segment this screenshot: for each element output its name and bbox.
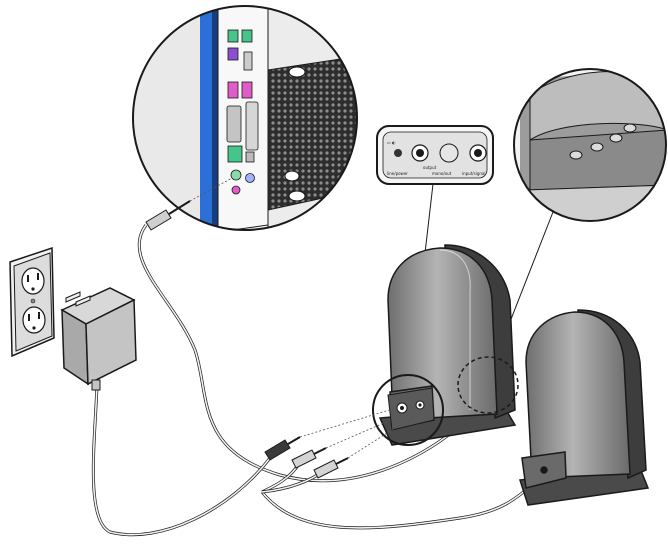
volume-knobs-callout <box>513 68 667 222</box>
audio-plug-icon <box>313 411 421 479</box>
cables <box>91 224 537 537</box>
mono-out-label: mono/out <box>432 171 452 176</box>
input-signal-label: input/signal <box>462 171 485 176</box>
speaker-rear-panel-callout: ▭ ◐ output line/power mono/out input/sig… <box>376 125 494 185</box>
knob-location-marker <box>457 356 519 414</box>
power-adapter-icon <box>60 287 137 391</box>
speaker-icon <box>519 309 650 506</box>
pc-rear-panel-icon <box>132 5 358 231</box>
audio-plug-icon <box>264 407 397 461</box>
audio-plug-icon <box>145 177 233 231</box>
rear-panel-zoom <box>372 374 444 446</box>
line-power-label: line/power <box>387 171 408 176</box>
power-jack-label: ▭ ◐ <box>387 140 396 145</box>
output-group-label: output <box>423 165 437 170</box>
audio-plug-icon <box>291 415 401 469</box>
speaker-link-cable <box>260 480 537 530</box>
wall-outlet-icon <box>9 246 55 358</box>
